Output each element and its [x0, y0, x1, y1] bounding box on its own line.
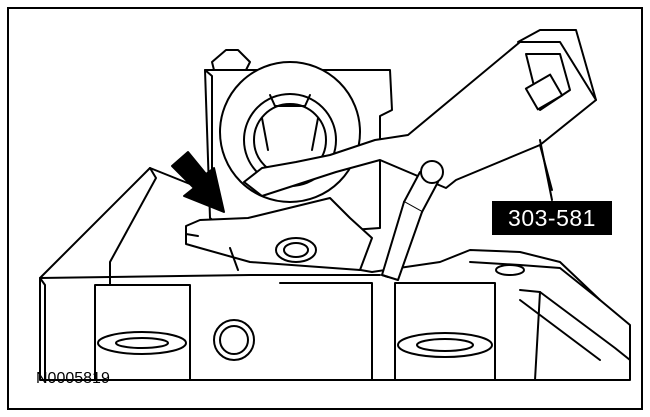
indicator-arrow [171, 151, 225, 213]
tool-303-581 [243, 29, 597, 281]
cylinder-head-block [39, 167, 631, 381]
figure-id: N0005819 [36, 370, 110, 387]
tool-number-label: 303-581 [492, 201, 612, 235]
roller-finger-follower [185, 197, 373, 271]
leader-line [539, 139, 553, 201]
